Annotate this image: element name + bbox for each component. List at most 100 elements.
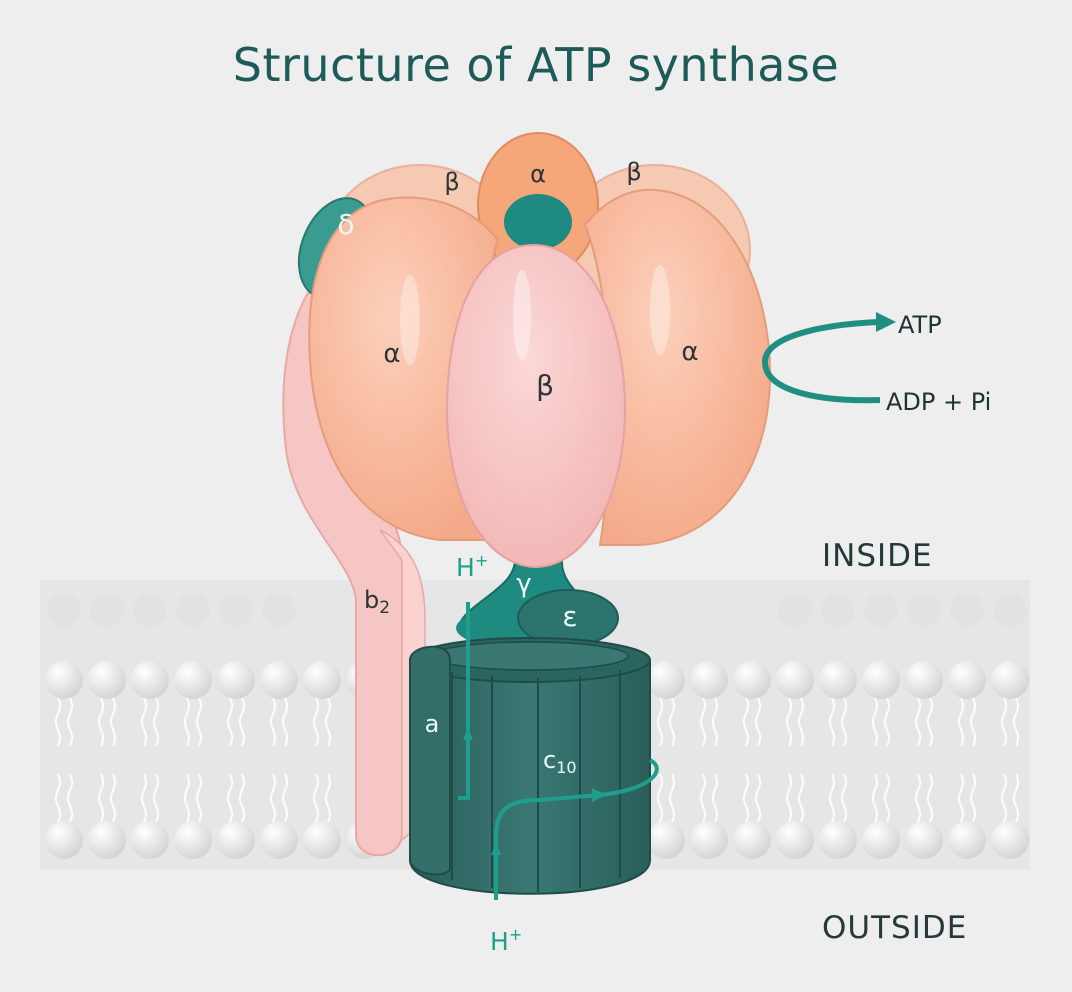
- lipid-tail: [282, 773, 288, 823]
- lipid-head: [905, 821, 943, 859]
- lipid-tail: [1001, 697, 1007, 747]
- label-outside: OUTSIDE: [822, 910, 967, 946]
- label-alpha-back: α: [530, 160, 546, 188]
- lipid-head: [131, 821, 169, 859]
- lipid-tail: [313, 697, 319, 747]
- lipid-tail: [669, 697, 675, 747]
- label-atp: ATP: [898, 311, 942, 339]
- lipid-tail: [55, 773, 61, 823]
- lipid-tail: [153, 773, 159, 823]
- lipid-tail: [98, 773, 104, 823]
- label-delta: δ: [337, 208, 354, 241]
- label-beta-front: β: [536, 369, 554, 402]
- lipid-head-faint: [133, 593, 167, 627]
- lipid-head-faint: [262, 593, 296, 627]
- lipid-tail: [184, 697, 190, 747]
- lipid-head: [819, 821, 857, 859]
- lipid-tail: [239, 697, 245, 747]
- label-b2: b2: [364, 586, 390, 618]
- lipid-head-faint: [950, 593, 984, 627]
- lipid-tail: [755, 697, 761, 747]
- lipid-tail: [239, 773, 245, 823]
- lipid-tail: [927, 773, 933, 823]
- lipid-tail: [110, 773, 116, 823]
- lipid-tail: [970, 773, 976, 823]
- label-alpha-left: α: [383, 339, 400, 369]
- lipid-tail: [841, 697, 847, 747]
- lipid-tail: [712, 697, 718, 747]
- lipid-tail: [270, 697, 276, 747]
- lipid-head: [45, 821, 83, 859]
- label-inside: INSIDE: [822, 538, 933, 574]
- lipid-tail: [67, 773, 73, 823]
- lipid-tail: [829, 773, 835, 823]
- gamma-epsilon-stalk: [456, 559, 619, 650]
- lipid-tail: [325, 697, 331, 747]
- lipid-head: [88, 661, 126, 699]
- label-a: a: [425, 710, 440, 738]
- label-proton-top: H+: [456, 551, 488, 582]
- lipid-head: [905, 661, 943, 699]
- label-epsilon: ε: [562, 600, 577, 633]
- lipid-head-faint: [993, 593, 1027, 627]
- lipid-tail: [700, 773, 706, 823]
- label-c10: c10: [543, 746, 577, 777]
- label-alpha-right: α: [681, 337, 698, 367]
- lipid-tail: [196, 773, 202, 823]
- lipid-head: [862, 821, 900, 859]
- lipid-tail: [110, 697, 116, 747]
- lipid-tail: [184, 773, 190, 823]
- lipid-tail: [700, 697, 706, 747]
- lipid-head-faint: [821, 593, 855, 627]
- lipid-tail: [915, 773, 921, 823]
- lipid-tail: [669, 773, 675, 823]
- lipid-head: [217, 821, 255, 859]
- lipid-tail: [98, 697, 104, 747]
- atp-reaction-arrow: [761, 312, 896, 404]
- lipid-head: [776, 661, 814, 699]
- lipid-head: [948, 661, 986, 699]
- lipid-head: [45, 661, 83, 699]
- lipid-head: [303, 821, 341, 859]
- lipid-tail: [1001, 773, 1007, 823]
- label-beta-back-right: β: [626, 158, 641, 186]
- label-beta-back-left: β: [444, 168, 459, 196]
- lipid-tail: [1013, 773, 1019, 823]
- lipid-head-faint: [864, 593, 898, 627]
- lipid-tail: [970, 697, 976, 747]
- lipid-head: [690, 661, 728, 699]
- lipid-head: [174, 821, 212, 859]
- lipid-tail: [227, 773, 233, 823]
- lipid-head: [174, 661, 212, 699]
- lipid-tail: [798, 773, 804, 823]
- lipid-tail: [153, 697, 159, 747]
- lipid-tail: [755, 773, 761, 823]
- lipid-tail: [1013, 697, 1019, 747]
- lipid-tail: [786, 697, 792, 747]
- lipid-head-faint: [176, 593, 210, 627]
- lipid-tail: [927, 697, 933, 747]
- lipid-tail: [841, 773, 847, 823]
- diagram-title: Structure of ATP synthase: [232, 38, 840, 92]
- lipid-head: [690, 821, 728, 859]
- lipid-head: [948, 821, 986, 859]
- lipid-head: [88, 821, 126, 859]
- lipid-head: [991, 661, 1029, 699]
- lipid-tail: [872, 697, 878, 747]
- lipid-tail: [786, 773, 792, 823]
- lipid-tail: [829, 697, 835, 747]
- lipid-head: [819, 661, 857, 699]
- lipid-head: [991, 821, 1029, 859]
- lipid-head: [303, 661, 341, 699]
- beta-front-subunit: [445, 243, 627, 569]
- lipid-head-faint: [47, 593, 81, 627]
- lipid-tail: [313, 773, 319, 823]
- label-gamma: γ: [516, 569, 531, 599]
- lipid-tail: [270, 773, 276, 823]
- lipid-tail: [282, 697, 288, 747]
- lipid-head-faint: [90, 593, 124, 627]
- lipid-head: [862, 661, 900, 699]
- lipid-head: [776, 821, 814, 859]
- lipid-tail: [227, 697, 233, 747]
- lipid-head-faint: [907, 593, 941, 627]
